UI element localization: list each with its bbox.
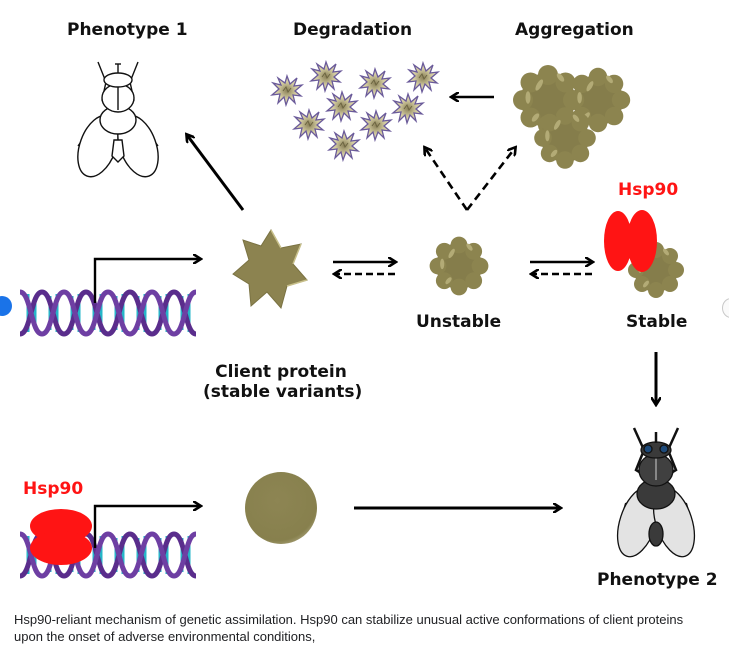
figure-caption: Hsp90-reliant mechanism of genetic assim…: [14, 612, 684, 644]
diagram-canvas: [0, 61, 696, 610]
degraded-starburst-icon: [392, 93, 424, 124]
degraded-starburst-icon: [360, 110, 392, 141]
label-aggregation: Aggregation: [515, 20, 634, 40]
hsp90-dimer-icon: [604, 210, 657, 272]
label-client-protein-line2: (stable variants): [203, 381, 363, 402]
degraded-starburst-icon: [271, 75, 303, 106]
transcription-arrow-bottom: [93, 506, 200, 548]
arrow-unstable-to-degradation: [425, 148, 469, 211]
label-degradation: Degradation: [293, 20, 413, 40]
arrow-unstable-to-aggregation: [465, 148, 515, 211]
fly-dark-icon: [616, 427, 696, 558]
lumpy-protein-icon: [429, 236, 489, 296]
degraded-starburst-icon: [293, 109, 325, 140]
label-phenotype-1: Phenotype 1: [67, 20, 188, 40]
label-phenotype-2: Phenotype 2: [597, 570, 718, 590]
label-hsp90-stable: Hsp90: [618, 180, 679, 200]
label-client-protein-line1: Client protein: [215, 362, 347, 382]
seven-point-star-protein-icon: [232, 229, 308, 310]
degraded-starburst-icon: [310, 61, 342, 92]
hsp90-dimer-icon: [30, 509, 92, 565]
round-protein-icon: [245, 472, 317, 544]
label-stable: Stable: [626, 312, 688, 332]
protein-aggregate-icon: [513, 65, 631, 169]
label-unstable: Unstable: [416, 312, 502, 332]
degraded-proteins-cluster: [271, 61, 439, 161]
degraded-starburst-icon: [328, 130, 360, 161]
arrow-client-to-phenotype1: [187, 135, 245, 211]
transcription-arrow-top: [93, 259, 200, 303]
degraded-starburst-icon: [326, 91, 358, 122]
dna-helix-icon: [20, 292, 196, 334]
carousel-prev-button[interactable]: [0, 296, 12, 316]
degraded-starburst-icon: [359, 68, 391, 99]
degraded-starburst-icon: [407, 62, 439, 93]
label-hsp90-dna: Hsp90: [23, 479, 84, 499]
fly-line-drawing-icon: [77, 61, 159, 178]
label-client-protein: Client protein (stable variants): [203, 362, 363, 402]
